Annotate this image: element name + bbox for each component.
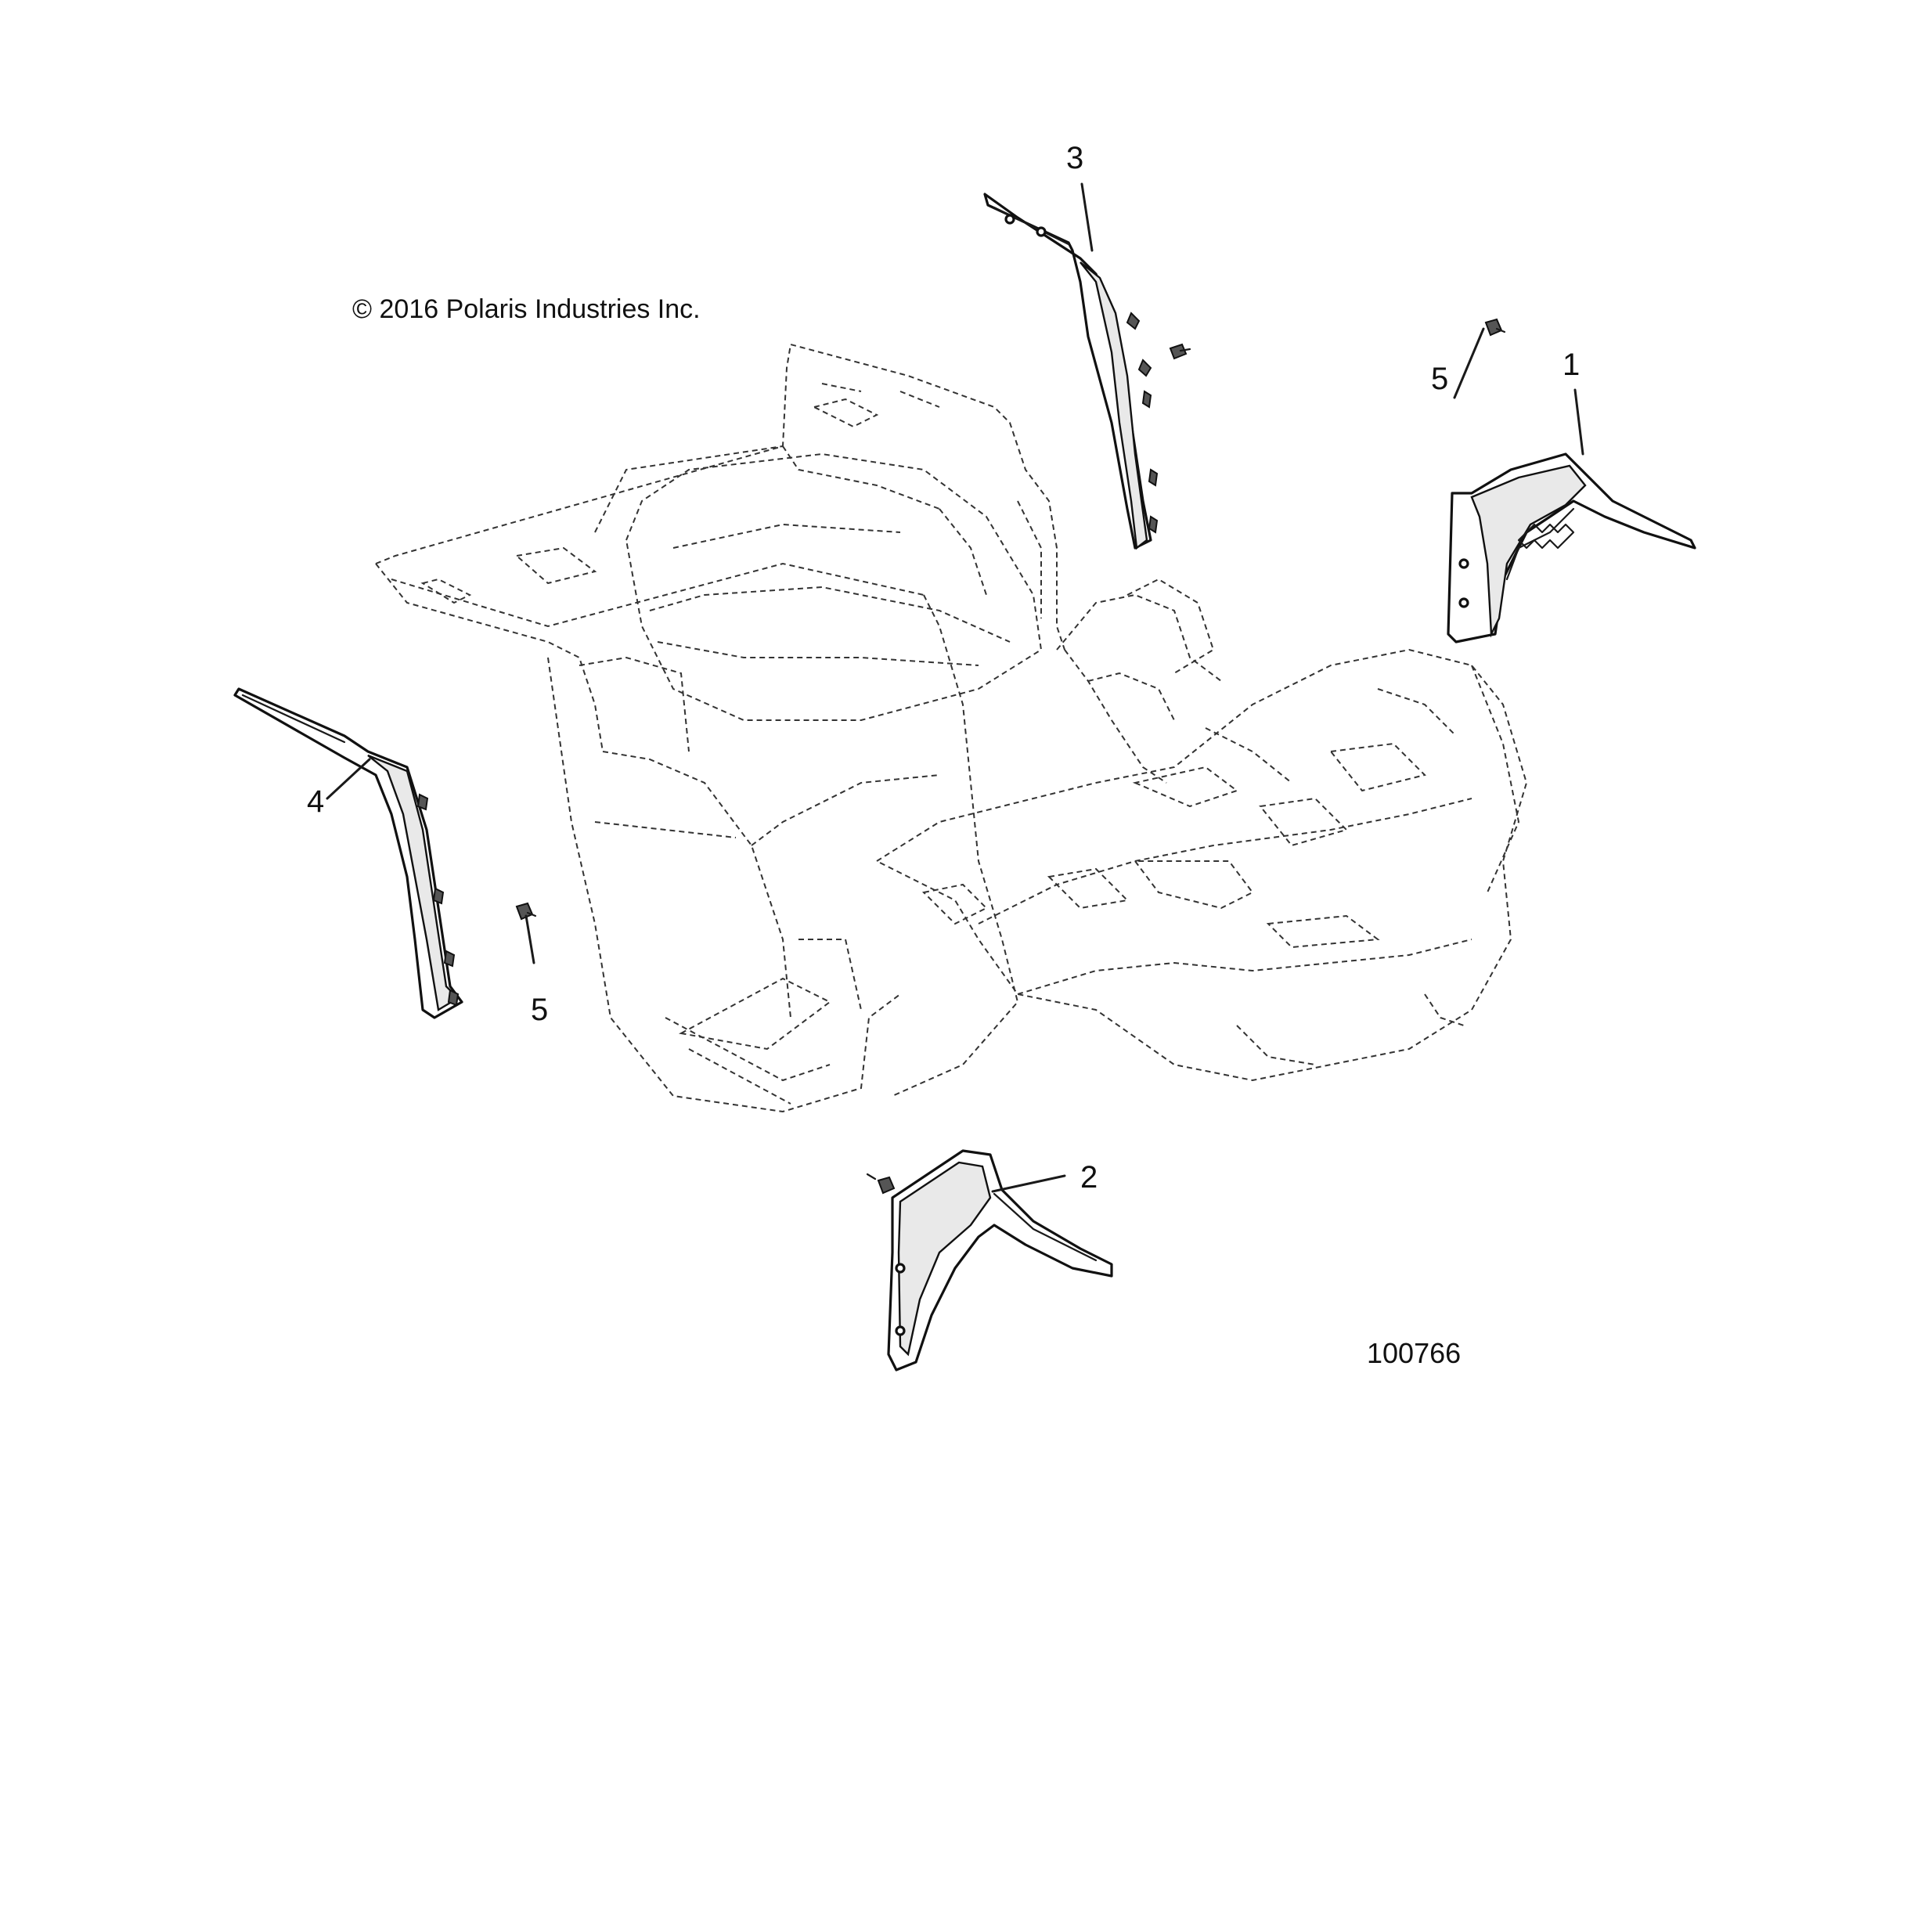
part-2-fender-flare — [887, 1149, 1113, 1372]
fastener-part-5d — [866, 1173, 896, 1195]
part-1-fender-flare — [1447, 452, 1696, 643]
part-4-fender-flare — [233, 687, 463, 1019]
copyright-notice: © 2016 Polaris Industries Inc. — [352, 294, 701, 324]
callout-4: 4 — [307, 784, 325, 819]
leader-lines — [326, 182, 1584, 1193]
callout-3: 3 — [1066, 141, 1084, 175]
callout-5-left: 5 — [531, 993, 549, 1027]
atv-body-assembly — [375, 343, 1528, 1113]
callout-2: 2 — [1080, 1160, 1098, 1195]
callout-1: 1 — [1563, 348, 1581, 382]
fastener-part-5 — [1169, 343, 1191, 360]
part-3-fender-flare — [983, 193, 1159, 550]
fastener-part-5b — [1484, 318, 1506, 337]
callout-5-right: 5 — [1431, 362, 1449, 396]
fastener-part-5c — [515, 902, 537, 921]
figure-number: 100766 — [1367, 1337, 1462, 1369]
